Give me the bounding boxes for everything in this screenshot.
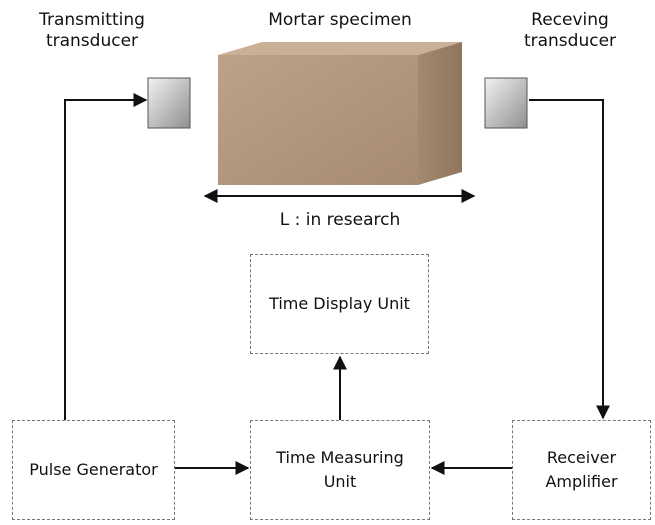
- transmitting-transducer-label: Transmitting transducer: [22, 10, 162, 53]
- mortar-specimen-block: [218, 42, 462, 185]
- receiver-line1: Receiver: [546, 448, 617, 467]
- specimen-side-face: [418, 42, 462, 185]
- transmitting-transducer: [147, 77, 191, 129]
- receiving-transducer-label: Receving transducer: [500, 10, 640, 53]
- specimen-front-face: [218, 55, 418, 185]
- transmitting-label-line2: transducer: [45, 31, 139, 52]
- receiving-label-line2: transducer: [523, 31, 617, 52]
- pulse-to-transmitter-line: [64, 93, 148, 420]
- time-measuring-unit-label: Time Measuring Unit: [276, 446, 404, 494]
- receiver-to-amplifier-line: [529, 99, 610, 420]
- pulse-generator-label: Pulse Generator: [29, 460, 158, 479]
- specimen-label: Mortar specimen: [268, 10, 412, 30]
- length-label: L : in research: [279, 210, 401, 230]
- time-display-unit-label: Time Display Unit: [269, 294, 410, 313]
- receiving-label-line1: Receving: [531, 10, 609, 30]
- time-measuring-line2: Unit: [323, 472, 357, 491]
- receiver-line2: Amplifier: [545, 472, 618, 491]
- specimen-top-face: [218, 42, 462, 55]
- receiver-amplifier-label: Receiver Amplifier: [545, 446, 617, 494]
- transmitting-label-line1: Transmitting: [39, 10, 145, 30]
- time-display-unit-box: Time Display Unit: [250, 254, 429, 354]
- time-measuring-unit-box: Time Measuring Unit: [250, 420, 430, 520]
- receiving-transducer: [484, 77, 528, 129]
- receiver-amplifier-box: Receiver Amplifier: [512, 420, 651, 520]
- time-measuring-line1: Time Measuring: [276, 448, 404, 467]
- pulse-generator-box: Pulse Generator: [12, 420, 175, 520]
